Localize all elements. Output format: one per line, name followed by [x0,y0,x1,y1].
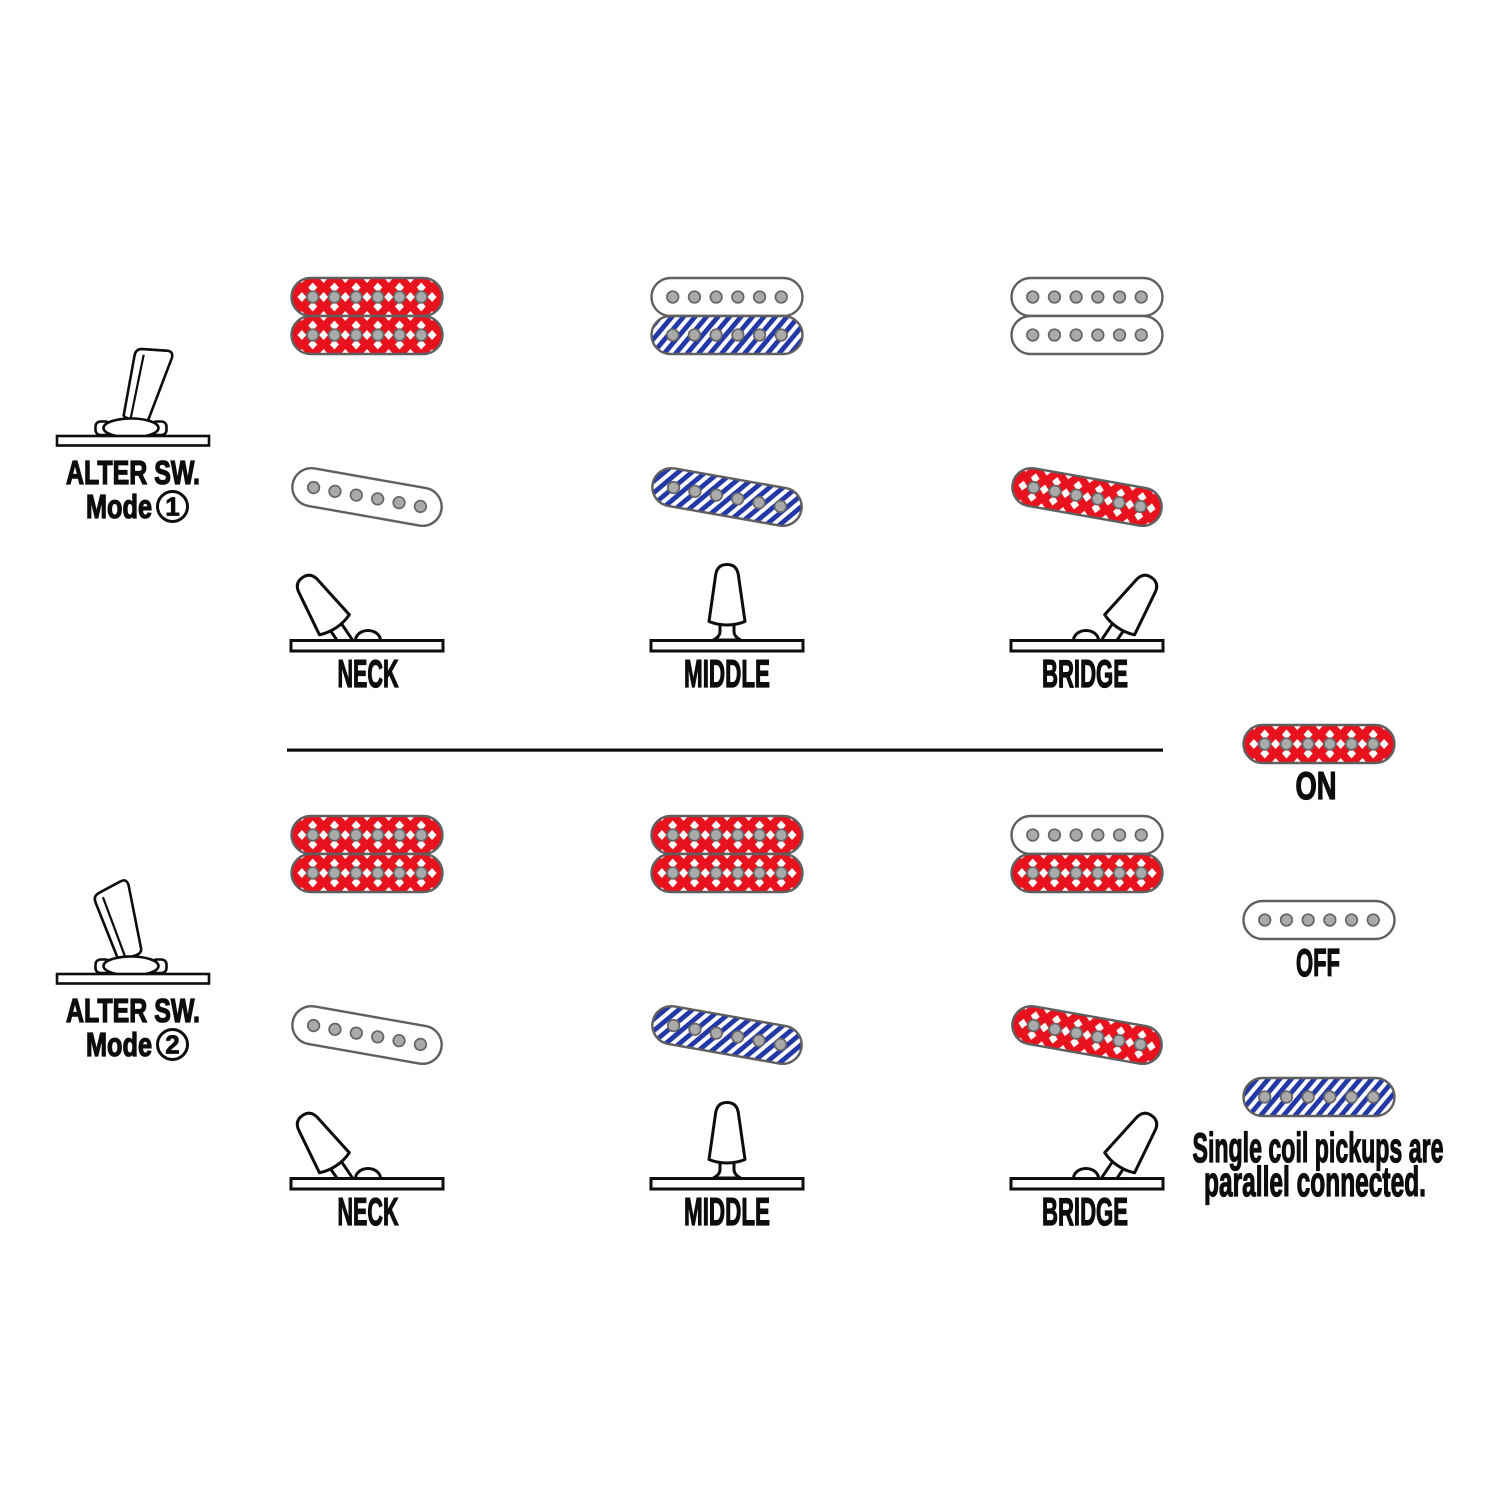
svg-text:MIDDLE: MIDDLE [684,653,770,696]
svg-text:parallel connected.: parallel connected. [1204,1158,1426,1205]
svg-text:MIDDLE: MIDDLE [684,1191,770,1234]
svg-text:ON: ON [1296,765,1337,808]
svg-text:Single coil pickups are: Single coil pickups are [1193,1124,1444,1171]
svg-text:BRIDGE: BRIDGE [1042,1191,1128,1234]
svg-text:ALTER SW.: ALTER SW. [66,993,200,1030]
svg-text:ALTER SW.: ALTER SW. [66,455,200,492]
svg-text:Mode: Mode [86,1027,152,1064]
svg-text:Mode: Mode [86,489,152,526]
svg-text:BRIDGE: BRIDGE [1042,653,1128,696]
svg-text:NECK: NECK [338,653,399,696]
svg-text:NECK: NECK [338,1191,399,1234]
svg-text:1: 1 [165,492,179,522]
svg-text:2: 2 [165,1030,179,1060]
svg-text:OFF: OFF [1296,942,1340,985]
